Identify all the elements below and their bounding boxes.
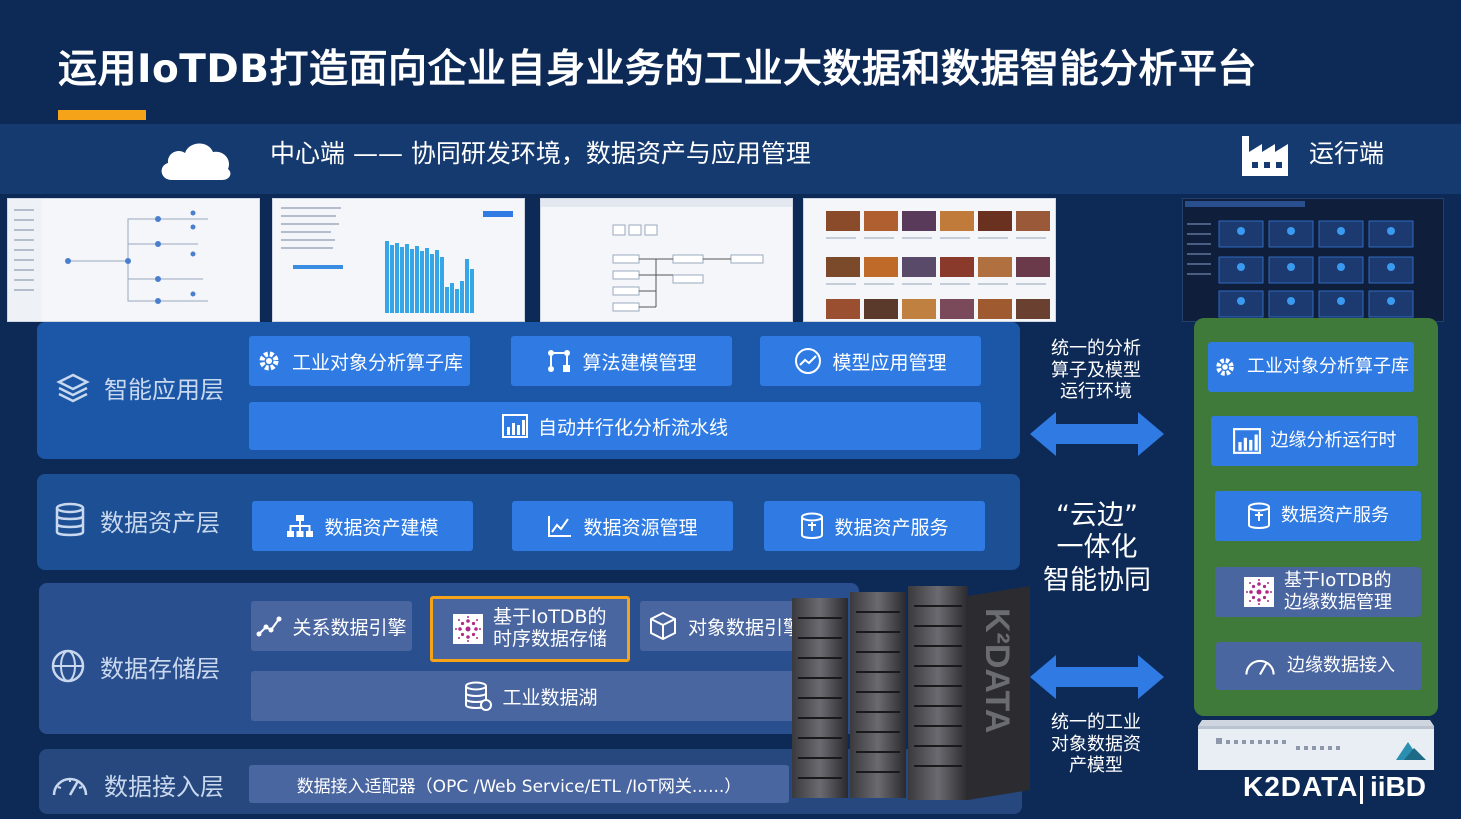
edge-data-access-module[interactable]: 边缘数据接入 (1216, 642, 1422, 690)
cloud-edge-line3: 智能协同 (1043, 564, 1151, 596)
algorithm-modeling-label: 算法建模管理 (582, 351, 697, 374)
relational-engine-label: 关系数据引擎 (292, 616, 407, 639)
gear-icon (1216, 358, 1234, 376)
header-band (0, 124, 1461, 194)
storage-layer-label-text: 数据存储层 (100, 654, 220, 683)
bar-chart-icon (1232, 428, 1261, 454)
unified-object-model-line2: 对象数据资 (1051, 733, 1141, 755)
iotdb-storage-line1: 基于IoTDB的 (492, 606, 607, 629)
cloud-edge-line1: “云边” (1056, 500, 1138, 531)
operator-library-label: 工业对象分析算子库 (291, 351, 463, 374)
edge-data-management-line1: 基于IoTDB的 (1284, 570, 1392, 592)
thumbnail-image-grid (803, 198, 1056, 322)
object-engine-label: 对象数据引擎 (688, 616, 803, 639)
server-brand-text: K²DATA (978, 608, 1016, 733)
trend-circle-icon (795, 348, 822, 374)
object-engine-module[interactable]: 对象数据引擎 (640, 601, 803, 651)
app-layer-label: 智能应用层 (56, 370, 224, 405)
access-adapter-label: 数据接入适配器（OPC /Web Service/ETL /IoT网关.....… (296, 776, 742, 797)
asset-layer-label-text: 数据资产层 (100, 508, 220, 537)
bar-chart-icon (501, 414, 528, 438)
unified-object-model-text: 统一的工业 对象数据资 产模型 (1030, 712, 1162, 777)
title-underline (58, 110, 146, 120)
factory-icon (1242, 136, 1288, 176)
globe-icon (51, 649, 85, 683)
k2data-logo: K2DATA (1243, 771, 1359, 802)
edge-analytics-runtime-module[interactable]: 边缘分析运行时 (1211, 416, 1418, 466)
storage-layer-label: 数据存储层 (50, 648, 220, 684)
parallel-pipeline-module[interactable]: 自动并行化分析流水线 (249, 402, 981, 450)
parallel-pipeline-label: 自动并行化分析流水线 (537, 416, 728, 439)
asset-service-module[interactable]: 数据资产服务 (764, 501, 985, 551)
algorithm-modeling-module[interactable]: 算法建模管理 (511, 336, 732, 386)
app-layer-label-text: 智能应用层 (104, 376, 224, 404)
model-application-label: 模型应用管理 (832, 351, 947, 374)
model-application-module[interactable]: 模型应用管理 (760, 336, 981, 386)
edge-data-access-label: 边缘数据接入 (1287, 655, 1395, 677)
access-layer-label: 数据接入层 (50, 767, 224, 802)
edge-asset-service-module[interactable]: 数据资产服务 (1215, 491, 1421, 541)
unified-runtime-line2: 算子及模型 (1051, 359, 1141, 381)
page-title: 运用IoTDB打造面向企业自身业务的工业大数据和数据智能分析平台 (58, 47, 1258, 92)
data-lake-icon (465, 681, 493, 711)
unified-runtime-line1: 统一的分析 (1051, 338, 1141, 359)
iibd-logo: iiBD (1370, 771, 1426, 802)
access-adapter-module[interactable]: 数据接入适配器（OPC /Web Service/ETL /IoT网关.....… (249, 765, 789, 803)
unified-runtime-line3: 运行环境 (1060, 381, 1132, 403)
server-rack-image: K²DATA (792, 586, 1030, 800)
access-layer-label-text: 数据接入层 (104, 773, 224, 801)
thumbnail-edge-dashboard (1182, 198, 1444, 322)
edge-asset-service-label: 数据资产服务 (1281, 505, 1389, 527)
unified-object-model-line3: 产模型 (1069, 755, 1123, 777)
scatter-icon (256, 616, 282, 637)
edge-data-management-module[interactable]: 基于IoTDB的 边缘数据管理 (1215, 567, 1421, 617)
cube-icon (650, 611, 676, 641)
gauge-icon (1245, 659, 1275, 676)
cloud-icon (161, 143, 231, 180)
edge-operator-library-label: 工业对象分析算子库 (1247, 356, 1409, 378)
edge-analytics-runtime-label: 边缘分析运行时 (1270, 430, 1397, 452)
unified-object-model-line1: 统一的工业 (1051, 712, 1141, 733)
industrial-data-lake-label: 工业数据湖 (502, 686, 598, 709)
asset-service-label: 数据资产服务 (834, 516, 949, 539)
iotdb-storage-line2: 时序数据存储 (492, 628, 607, 650)
double-arrow-top (1030, 412, 1164, 456)
relational-engine-module[interactable]: 关系数据引擎 (251, 601, 412, 651)
cloud-edge-text: “云边” 一体化 智能协同 (1028, 500, 1166, 597)
run-end-label: 运行端 (1309, 139, 1385, 168)
gear-icon (259, 351, 279, 371)
cloud-edge-line2: 一体化 (1056, 532, 1138, 564)
edge-gateway-device-image (1198, 720, 1434, 770)
iotdb-timeseries-storage-module[interactable]: 基于IoTDB的 时序数据存储 (430, 596, 630, 662)
edge-operator-library-module[interactable]: 工业对象分析算子库 (1208, 342, 1414, 392)
iotdb-logo-icon (1244, 577, 1274, 607)
resource-management-module[interactable]: 数据资源管理 (512, 501, 733, 551)
layers-icon (56, 373, 90, 402)
database-service-icon (801, 512, 824, 539)
hierarchy-icon (287, 515, 314, 537)
center-end-label: 中心端 —— 协同研发环境，数据资产与应用管理 (270, 139, 811, 168)
logo-divider (1360, 776, 1363, 804)
industrial-data-lake-module[interactable]: 工业数据湖 (251, 671, 811, 721)
gauge-icon (52, 777, 88, 796)
database-service-icon (1248, 502, 1270, 529)
thumbnail-flow-editor (540, 198, 793, 322)
asset-modeling-module[interactable]: 数据资产建模 (252, 501, 473, 551)
asset-modeling-label: 数据资产建模 (324, 516, 439, 539)
edge-data-management-line2: 边缘数据管理 (1284, 592, 1392, 613)
asset-layer-label: 数据资产层 (54, 502, 220, 538)
database-icon (55, 502, 85, 537)
algorithm-icon (548, 350, 571, 372)
unified-runtime-text: 统一的分析 算子及模型 运行环境 (1030, 338, 1162, 403)
double-arrow-bottom (1030, 655, 1164, 699)
thumbnail-tree-view (7, 198, 260, 322)
operator-library-module[interactable]: 工业对象分析算子库 (249, 336, 470, 386)
resource-management-label: 数据资源管理 (583, 516, 698, 539)
thumbnail-bar-chart (272, 198, 525, 322)
line-chart-icon (548, 516, 572, 537)
iotdb-logo-icon (452, 614, 483, 644)
